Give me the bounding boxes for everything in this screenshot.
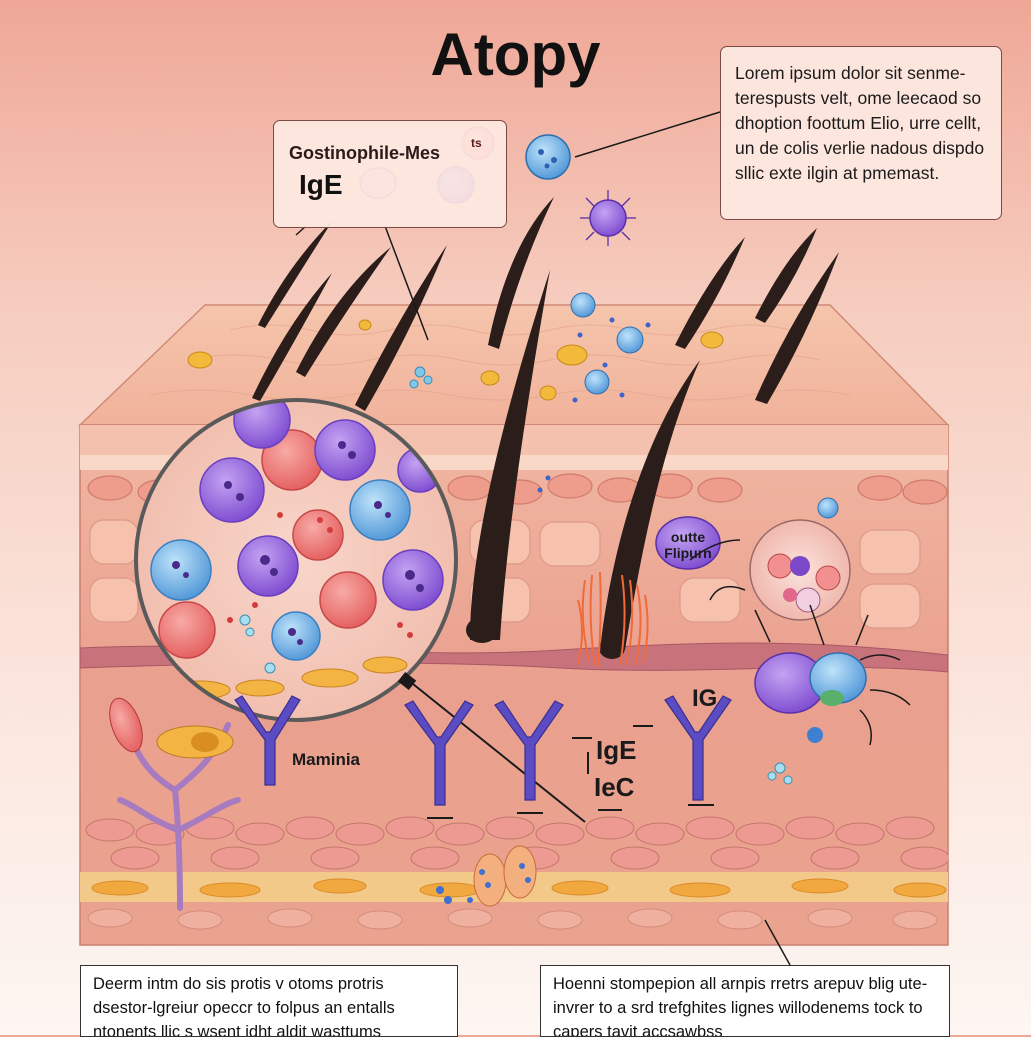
- antibody-y-icon: [234, 695, 732, 806]
- lower-cell-cluster: [436, 845, 537, 907]
- ige-label: IgE: [596, 735, 637, 765]
- bottom-right-text: Hoenni stompepion all arnpis rretrs arep…: [553, 975, 928, 1037]
- maminia-label: Maminia: [292, 750, 361, 769]
- callout-badge: ts: [471, 136, 482, 150]
- callout-description-text: Lorem ipsum dolor sit senme-terespusts v…: [735, 63, 985, 183]
- bottom-right-note: Hoenni stompepion all arnpis rretrs arep…: [540, 965, 950, 1037]
- blood-vessel: [109, 697, 241, 911]
- callout-heading: Gostinophile-Mes: [289, 143, 441, 163]
- callout-description: Lorem ipsum dolor sit senme-terespusts v…: [720, 46, 1002, 220]
- allergen-particle-icon: [187, 292, 724, 493]
- ig-label: IG: [692, 685, 718, 712]
- cell-bubble-label: outte Flipurn: [664, 529, 712, 561]
- iec-label: IeC: [594, 772, 635, 802]
- mast-cell-icon: [655, 497, 911, 785]
- floating-cells: [525, 134, 636, 246]
- page-title: Atopy: [430, 21, 601, 88]
- magnifier-lens-icon: [134, 398, 586, 823]
- bottom-left-text: Deerm intm do sis protis v otoms protris…: [93, 975, 395, 1037]
- inflamed-follicle: [577, 571, 649, 668]
- callout-eosinophil: Gostinophile-Mes IgE ts: [273, 120, 507, 228]
- callout-ige-label: IgE: [299, 169, 343, 200]
- hair-follicle-icon: [252, 197, 839, 659]
- bottom-left-note: Deerm intm do sis protis v otoms protris…: [80, 965, 458, 1037]
